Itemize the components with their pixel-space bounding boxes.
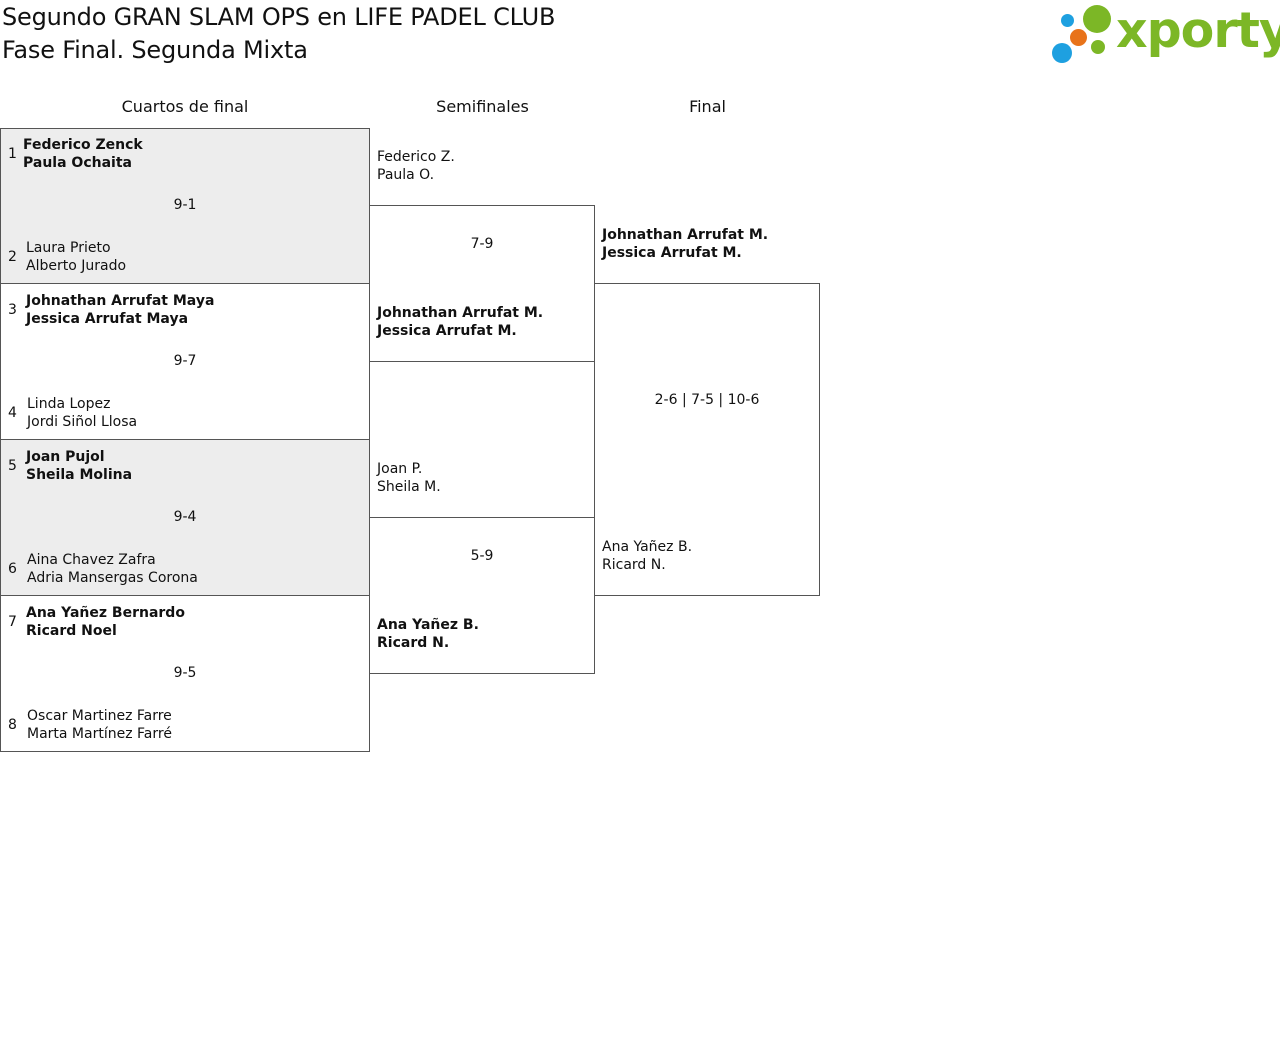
player-name: Johnathan Arrufat M. xyxy=(377,305,544,321)
round-header-semifinals: Semifinales xyxy=(436,97,529,116)
seed-number: 7 xyxy=(8,614,17,630)
player-name: Jessica Arrufat M. xyxy=(377,323,517,339)
player-name: Jessica Arrufat Maya xyxy=(26,311,189,327)
logo-dot-green-small xyxy=(1091,40,1105,54)
match-score: 9-7 xyxy=(173,353,197,369)
match-score: 7-9 xyxy=(470,236,494,252)
logo-dot-blue xyxy=(1052,43,1072,63)
match-score: 9-1 xyxy=(173,197,197,213)
player-name: Federico Z. xyxy=(377,149,455,165)
quarterfinal-match-1: 1 Federico Zenck Paula Ochaita 9-1 2 Lau… xyxy=(0,128,370,284)
round-header-final: Final xyxy=(689,97,726,116)
page-subtitle: Fase Final. Segunda Mixta xyxy=(2,36,308,64)
player-name: Marta Martínez Farré xyxy=(27,726,172,742)
team-winner: Ana Yañez Bernardo Ricard Noel xyxy=(26,604,185,640)
team-loser: Federico Z. Paula O. xyxy=(377,148,455,184)
xporty-logo[interactable]: xporty xyxy=(1050,4,1280,66)
player-name: Linda Lopez xyxy=(27,396,111,412)
round-header-quarterfinals: Cuartos de final xyxy=(121,97,249,116)
team-loser: Joan P. Sheila M. xyxy=(377,460,441,496)
page-title: Segundo GRAN SLAM OPS en LIFE PADEL CLUB xyxy=(2,3,556,31)
player-name: Johnathan Arrufat Maya xyxy=(26,293,215,309)
player-name: Sheila Molina xyxy=(26,467,133,483)
team-winner: Ana Yañez B. Ricard N. xyxy=(377,616,479,652)
final-match xyxy=(594,283,820,596)
player-name: Paula O. xyxy=(377,167,435,183)
player-name: Sheila M. xyxy=(377,479,441,495)
player-name: Oscar Martinez Farre xyxy=(27,708,172,724)
player-name: Joan Pujol xyxy=(26,449,105,465)
quarterfinal-match-3: 5 Joan Pujol Sheila Molina 9-4 6 Aina Ch… xyxy=(0,439,370,596)
team-loser: Oscar Martinez Farre Marta Martínez Farr… xyxy=(27,707,172,743)
seed-number: 6 xyxy=(8,561,17,577)
player-name: Paula Ochaita xyxy=(23,155,132,171)
seed-number: 8 xyxy=(8,717,17,733)
player-name: Ricard N. xyxy=(602,557,666,573)
player-name: Ana Yañez B. xyxy=(602,539,693,555)
logo-dot-blue-small xyxy=(1061,14,1074,27)
player-name: Ana Yañez Bernardo xyxy=(26,605,185,621)
seed-number: 1 xyxy=(8,146,17,162)
match-score: 9-4 xyxy=(173,509,197,525)
player-name: Joan P. xyxy=(377,461,423,477)
match-score: 2-6 | 7-5 | 10-6 xyxy=(654,392,760,408)
match-score: 9-5 xyxy=(173,665,197,681)
logo-dot-orange xyxy=(1070,29,1087,46)
seed-number: 3 xyxy=(8,302,17,318)
player-name: Ana Yañez B. xyxy=(377,617,479,633)
team-loser: Aina Chavez Zafra Adria Mansergas Corona xyxy=(27,551,198,587)
quarterfinal-match-2: 3 Johnathan Arrufat Maya Jessica Arrufat… xyxy=(0,283,370,440)
team-loser: Laura Prieto Alberto Jurado xyxy=(26,239,126,275)
logo-dot-green xyxy=(1083,5,1111,33)
logo-wordmark: xporty xyxy=(1116,2,1280,59)
player-name: Ricard Noel xyxy=(26,623,117,639)
player-name: Aina Chavez Zafra xyxy=(27,552,156,568)
seed-number: 4 xyxy=(8,405,17,421)
team-winner: Johnathan Arrufat M. Jessica Arrufat M. xyxy=(377,304,543,340)
player-name: Johnathan Arrufat M. xyxy=(602,227,769,243)
match-score: 5-9 xyxy=(470,548,494,564)
quarterfinal-match-4: 7 Ana Yañez Bernardo Ricard Noel 9-5 8 O… xyxy=(0,595,370,752)
seed-number: 5 xyxy=(8,458,17,474)
player-name: Alberto Jurado xyxy=(26,258,127,274)
player-name: Laura Prieto xyxy=(26,240,111,256)
player-name: Ricard N. xyxy=(377,635,450,651)
player-name: Jessica Arrufat M. xyxy=(602,245,742,261)
team-winner: Johnathan Arrufat Maya Jessica Arrufat M… xyxy=(26,292,214,328)
player-name: Adria Mansergas Corona xyxy=(27,570,198,586)
team-winner: Joan Pujol Sheila Molina xyxy=(26,448,132,484)
team-loser: Ana Yañez B. Ricard N. xyxy=(602,538,692,574)
seed-number: 2 xyxy=(8,249,17,265)
team-winner: Johnathan Arrufat M. Jessica Arrufat M. xyxy=(602,226,768,262)
player-name: Federico Zenck xyxy=(23,137,143,153)
player-name: Jordi Siñol Llosa xyxy=(27,414,138,430)
team-loser: Linda Lopez Jordi Siñol Llosa xyxy=(27,395,137,431)
team-winner: Federico Zenck Paula Ochaita xyxy=(23,136,143,172)
